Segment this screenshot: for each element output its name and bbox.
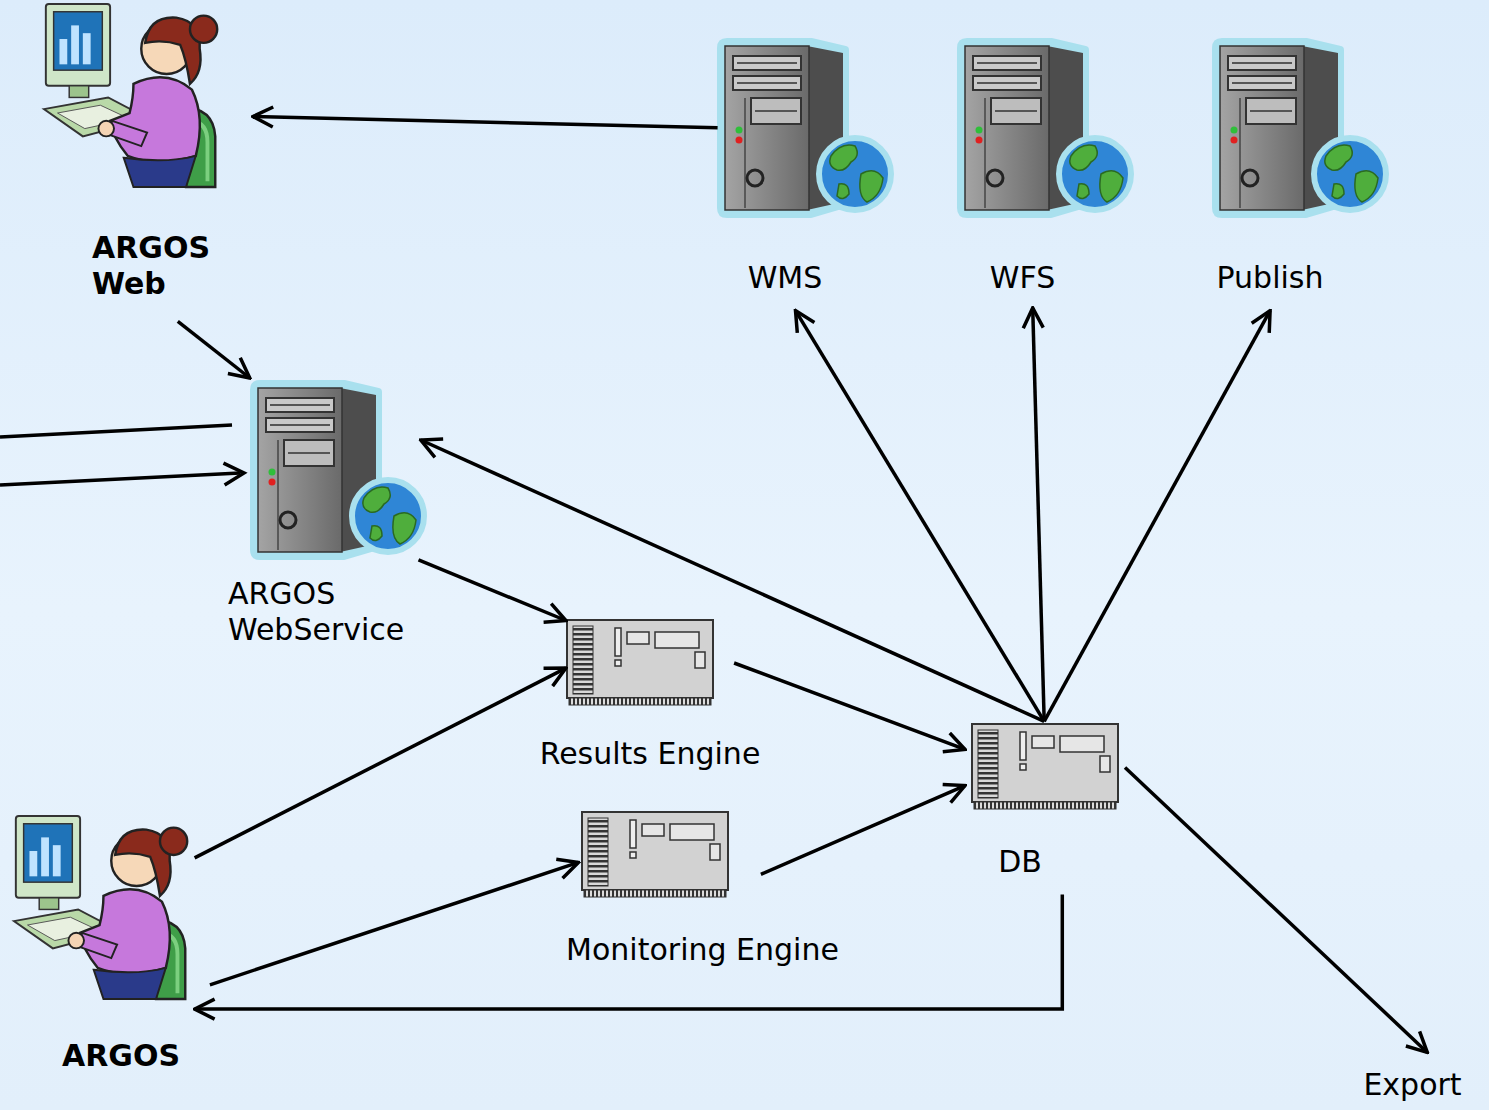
user-station: ARGOS Web [38, 0, 253, 315]
server-icon [567, 620, 713, 705]
web-server-icon [721, 42, 891, 214]
export-target: Export [1345, 1065, 1480, 1107]
connector-arrow [734, 663, 965, 749]
web-server-icon [254, 384, 424, 556]
connector-arrow [1033, 308, 1045, 721]
connector-arrow [195, 895, 1063, 1010]
server-icon [582, 812, 728, 897]
node-label: WMS [710, 260, 860, 296]
web-server-icon [961, 42, 1131, 214]
node-label: ARGOS Web [92, 230, 252, 302]
server-icon [972, 724, 1118, 809]
web-server: WFS [955, 35, 1140, 300]
node-label: ARGOS WebService [228, 576, 448, 648]
external-arrow [0, 473, 240, 485]
user-station: ARGOS [8, 812, 213, 1082]
connector-arrow [419, 560, 566, 621]
connector-arrow [253, 117, 718, 128]
node-label: Publish [1195, 260, 1345, 296]
connector-arrow [178, 321, 250, 378]
web-server: WMS [710, 35, 900, 300]
connector-arrow [1125, 768, 1427, 1053]
connector-arrow [195, 668, 566, 858]
engine-server: Results Engine [505, 612, 795, 782]
node-label: Results Engine [505, 736, 795, 772]
external-line [0, 425, 232, 437]
engine-server: Monitoring Engine [520, 808, 885, 978]
connector-arrow [1044, 311, 1270, 722]
web-server-icon [1216, 42, 1386, 214]
web-server: Publish [1195, 35, 1390, 300]
connector-arrow [210, 862, 579, 984]
connector-arrow [421, 440, 1044, 721]
database-server: DB [965, 718, 1130, 883]
node-label: WFS [955, 260, 1090, 296]
node-label: Export [1345, 1067, 1480, 1103]
web-server: ARGOS WebService [225, 378, 450, 660]
node-label: Monitoring Engine [520, 932, 885, 968]
connector-arrow [796, 311, 1045, 722]
user-icon [44, 4, 217, 187]
user-icon [14, 816, 187, 999]
connector-arrow [761, 786, 965, 875]
node-label: ARGOS [62, 1038, 212, 1074]
node-label: DB [965, 844, 1075, 880]
arrow-head [223, 462, 244, 485]
